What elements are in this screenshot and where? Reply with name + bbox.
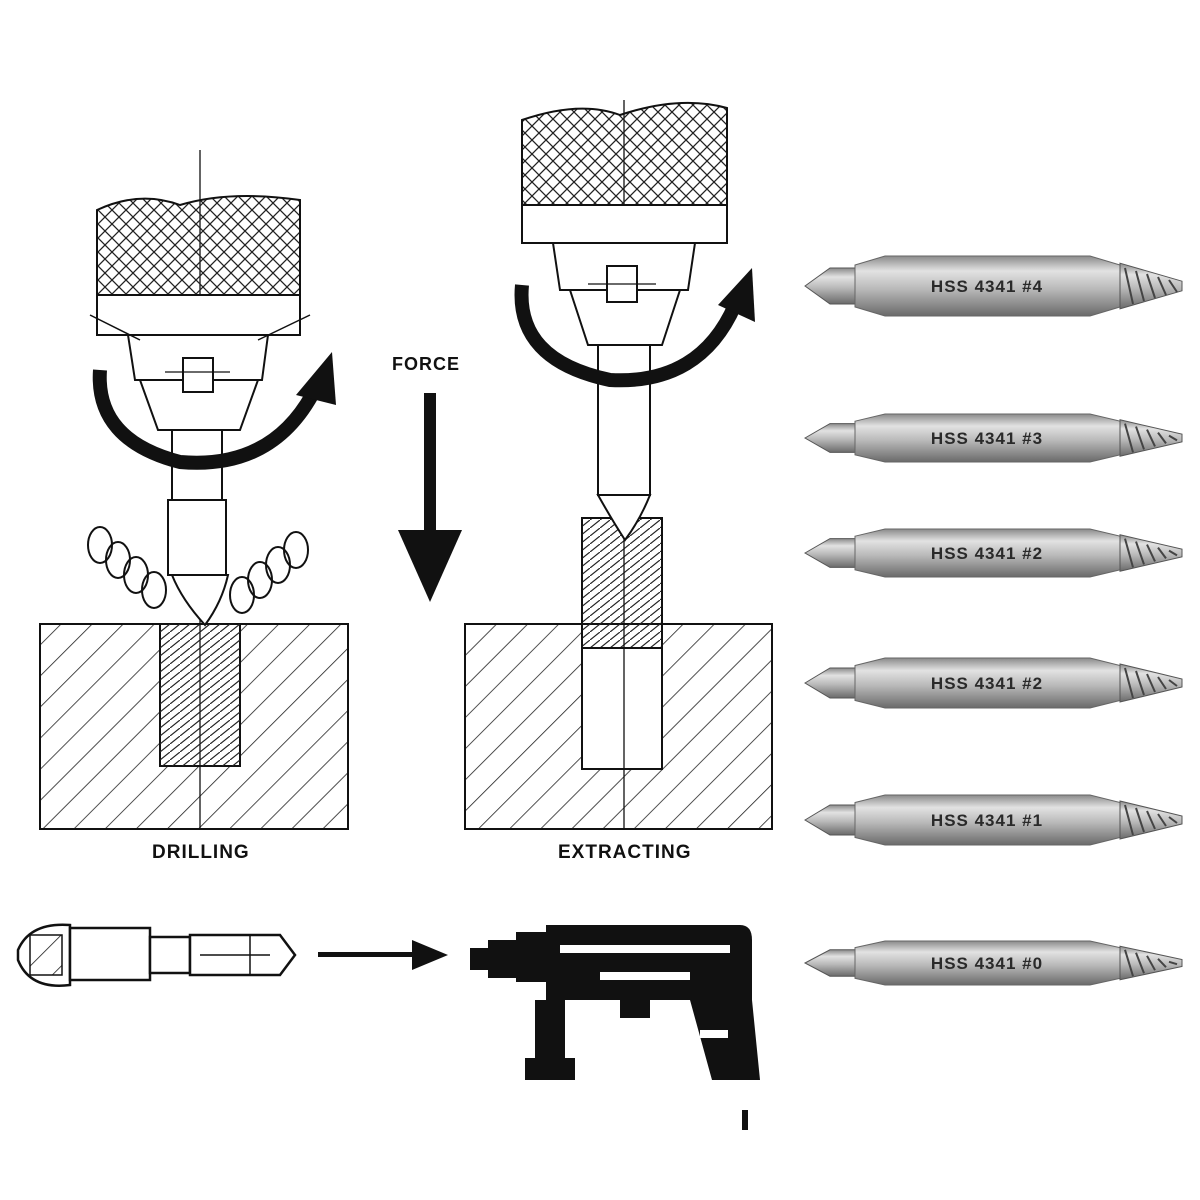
drilling-chuck-body — [96, 195, 301, 296]
extractor-bit: HSS 4341 #0 — [803, 940, 1183, 986]
arrow-down-icon — [398, 393, 462, 602]
extractor-bit-set: HSS 4341 #4 HSS 4341 #3 HSS 4341 #2 HSS 434… — [803, 255, 1183, 986]
bit-label: HSS 4341 #2 — [931, 544, 1043, 563]
bit-label: HSS 4341 #1 — [931, 811, 1043, 830]
metal-chips — [87, 526, 309, 614]
extractor-bit: HSS 4341 #4 — [804, 255, 1183, 317]
bit-label: HSS 4341 #2 — [931, 674, 1043, 693]
extractor-bit: HSS 4341 #2 — [803, 528, 1183, 578]
rotation-arrow-icon — [514, 268, 755, 388]
drill-tip — [804, 667, 856, 699]
extracting-assembly — [464, 100, 773, 830]
rotation-arrow-icon — [92, 352, 336, 470]
drilling-assembly — [39, 150, 349, 830]
force-label: FORCE — [392, 354, 460, 374]
extracting-chuck-body — [521, 101, 728, 206]
bit-label: HSS 4341 #3 — [931, 429, 1043, 448]
extractor-bit: HSS 4341 #3 — [803, 413, 1183, 463]
drill-tip — [803, 538, 856, 568]
power-drill-icon — [470, 925, 760, 1130]
drilling-bit-shank — [171, 429, 223, 511]
bit-label: HSS 4341 #4 — [931, 277, 1043, 296]
drill-tip — [804, 804, 856, 836]
drill-tip — [804, 267, 856, 305]
drill-bit-icon — [16, 923, 297, 987]
extracting-label: EXTRACTING — [558, 842, 692, 863]
bit-label: HSS 4341 #0 — [931, 954, 1043, 973]
drilling-label: DRILLING — [152, 842, 250, 863]
extractor-bit: HSS 4341 #2 — [804, 657, 1183, 709]
arrow-right-icon — [318, 940, 448, 970]
drill-tip — [803, 949, 856, 977]
drill-tip — [803, 423, 856, 453]
extractor-bit: HSS 4341 #1 — [804, 794, 1183, 846]
extracting-bit-shank — [597, 344, 651, 496]
